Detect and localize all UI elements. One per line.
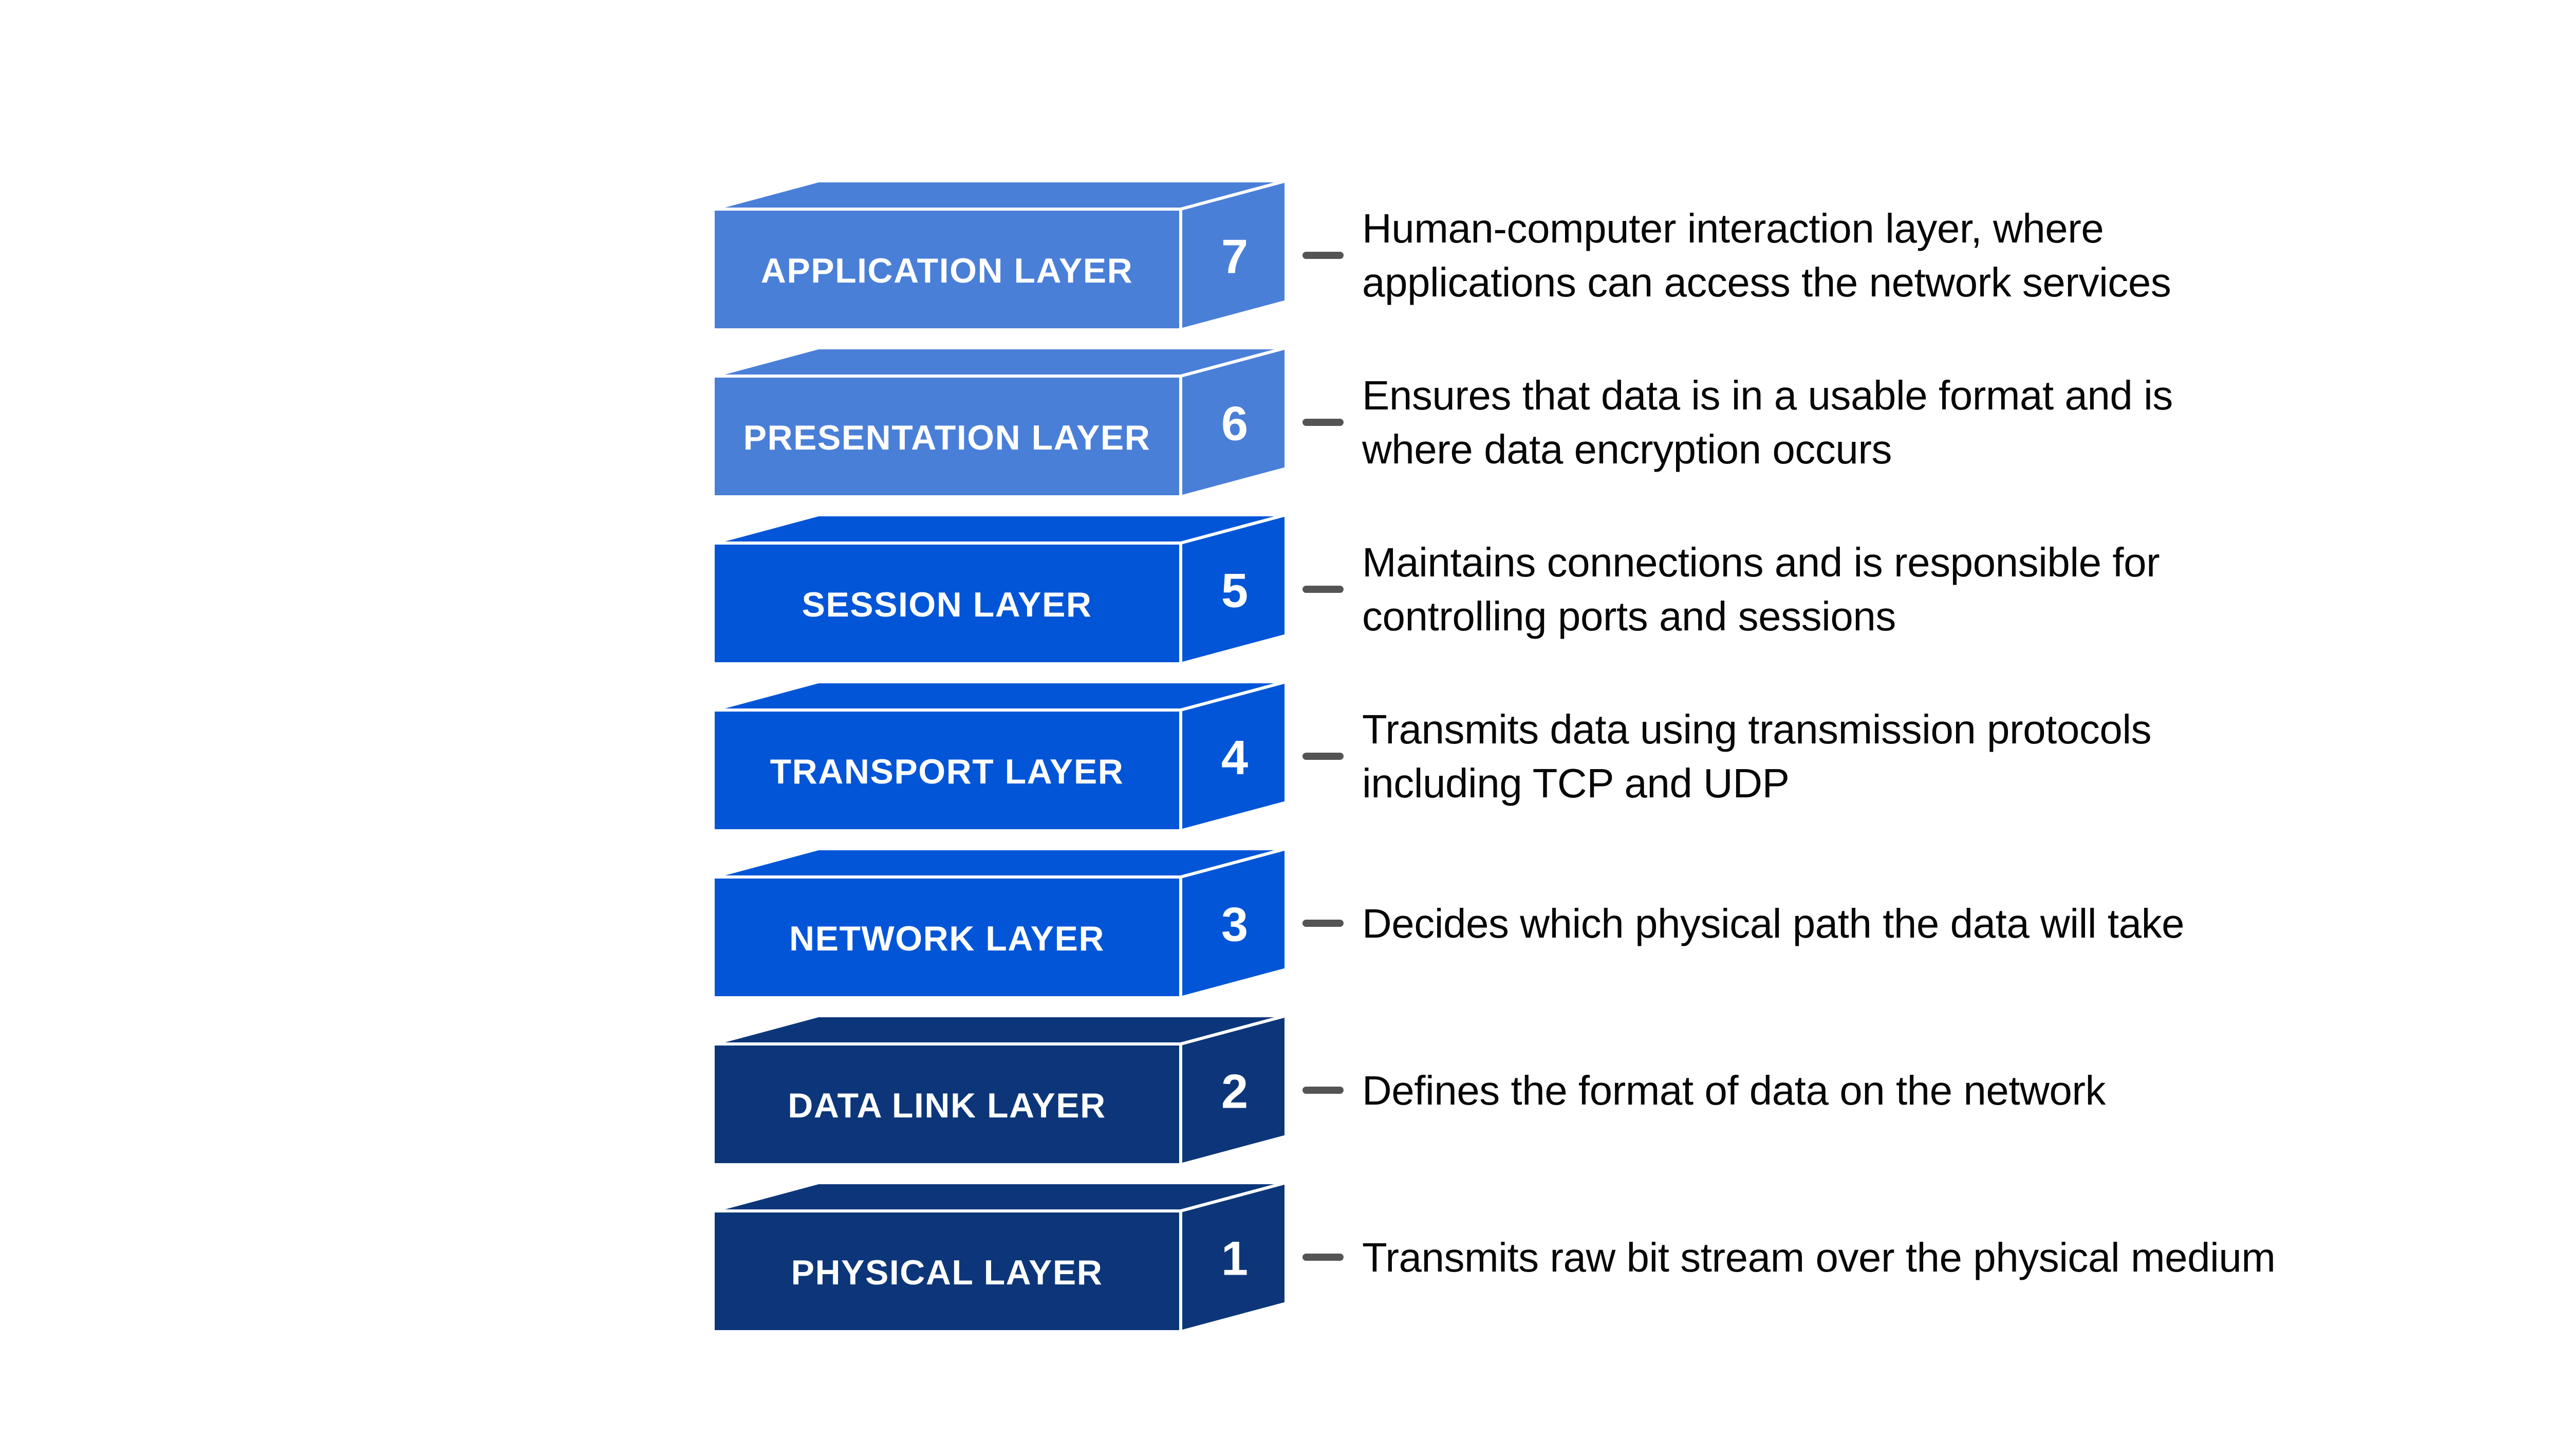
- description-line: controlling ports and sessions: [1362, 593, 1896, 639]
- layer-row-1: PHYSICAL LAYER 1 Transmits raw bit strea…: [712, 1181, 2569, 1333]
- description-line: Transmits data using transmission protoc…: [1362, 706, 2152, 752]
- box-front-face: [712, 542, 1182, 665]
- box-front-face: [712, 708, 1182, 832]
- layer-number: 1: [1221, 1231, 1248, 1285]
- layer-description: Decides which physical path the data wil…: [1362, 897, 2185, 950]
- layer-row-2: DATA LINK LAYER 2 Defines the format of …: [712, 1014, 2569, 1166]
- box-front-face: [712, 875, 1182, 999]
- layer-description-wrap: Ensures that data is in a usable format …: [1302, 346, 2173, 498]
- layer-box-3d: DATA LINK LAYER 2: [712, 1014, 1288, 1166]
- description-line: including TCP and UDP: [1362, 760, 1790, 806]
- layer-description: Defines the format of data on the networ…: [1362, 1063, 2106, 1117]
- layer-label: PRESENTATION LAYER: [743, 418, 1151, 457]
- description-line: where data encryption occurs: [1362, 426, 1892, 472]
- dash-connector-icon: [1302, 920, 1344, 927]
- description-line: Defines the format of data on the networ…: [1362, 1067, 2106, 1113]
- dash-connector-icon: [1302, 1087, 1344, 1094]
- layer-number: 6: [1221, 397, 1248, 451]
- description-line: Ensures that data is in a usable format …: [1362, 372, 2173, 418]
- description-line: Maintains connections and is responsible…: [1362, 539, 2160, 585]
- layer-label: NETWORK LAYER: [789, 919, 1105, 958]
- layer-row-5: SESSION LAYER 5 Maintains connections an…: [712, 513, 2569, 665]
- description-line: Transmits raw bit stream over the physic…: [1362, 1234, 2276, 1280]
- layer-box-3d: NETWORK LAYER 3: [712, 847, 1288, 999]
- layer-description-wrap: Human-computer interaction layer, where a…: [1302, 179, 2171, 331]
- layer-description-wrap: Transmits data using transmission protoc…: [1302, 680, 2152, 832]
- layer-label: SESSION LAYER: [802, 585, 1092, 624]
- dash-connector-icon: [1302, 753, 1344, 760]
- layer-label: TRANSPORT LAYER: [770, 752, 1124, 791]
- box-front-face: [712, 375, 1182, 498]
- layer-box-3d: SESSION LAYER 5: [712, 513, 1288, 665]
- layer-label: DATA LINK LAYER: [788, 1086, 1106, 1125]
- layer-number: 5: [1221, 564, 1248, 618]
- description-line: applications can access the network serv…: [1362, 259, 2171, 305]
- layer-row-6: PRESENTATION LAYER 6 Ensures that data i…: [712, 346, 2569, 498]
- layer-description: Transmits data using transmission protoc…: [1362, 702, 2152, 810]
- dash-connector-icon: [1302, 586, 1344, 593]
- layer-label: APPLICATION LAYER: [761, 251, 1133, 290]
- layer-box-3d: TRANSPORT LAYER 4: [712, 680, 1288, 832]
- layer-description: Transmits raw bit stream over the physic…: [1362, 1230, 2276, 1284]
- layer-number: 4: [1221, 731, 1248, 785]
- layer-description: Maintains connections and is responsible…: [1362, 535, 2160, 643]
- layer-description-wrap: Defines the format of data on the networ…: [1302, 1014, 2106, 1166]
- layer-description-wrap: Maintains connections and is responsible…: [1302, 513, 2160, 665]
- dash-connector-icon: [1302, 419, 1344, 426]
- box-front-face: [712, 1209, 1182, 1333]
- layer-box-3d: APPLICATION LAYER 7: [712, 179, 1288, 331]
- layer-row-7: APPLICATION LAYER 7 Human-computer inter…: [712, 179, 2569, 331]
- layer-box-3d: PRESENTATION LAYER 6: [712, 346, 1288, 498]
- box-front-face: [712, 208, 1182, 331]
- dash-connector-icon: [1302, 1254, 1344, 1261]
- box-front-face: [712, 1042, 1182, 1166]
- description-line: Decides which physical path the data wil…: [1362, 900, 2185, 946]
- layer-description: Human-computer interaction layer, where a…: [1362, 201, 2171, 309]
- layer-description-wrap: Decides which physical path the data wil…: [1302, 847, 2185, 999]
- layer-number: 3: [1221, 898, 1248, 951]
- dash-connector-icon: [1302, 252, 1344, 259]
- layer-description-wrap: Transmits raw bit stream over the physic…: [1302, 1181, 2276, 1333]
- layer-row-3: NETWORK LAYER 3 Decides which physical p…: [712, 847, 2569, 999]
- description-line: Human-computer interaction layer, where: [1362, 206, 2104, 251]
- layer-number: 2: [1221, 1065, 1248, 1118]
- layer-row-4: TRANSPORT LAYER 4 Transmits data using t…: [712, 680, 2569, 832]
- layer-number: 7: [1221, 230, 1248, 284]
- layer-label: PHYSICAL LAYER: [791, 1253, 1103, 1292]
- layer-box-3d: PHYSICAL LAYER 1: [712, 1181, 1288, 1333]
- layer-description: Ensures that data is in a usable format …: [1362, 368, 2173, 476]
